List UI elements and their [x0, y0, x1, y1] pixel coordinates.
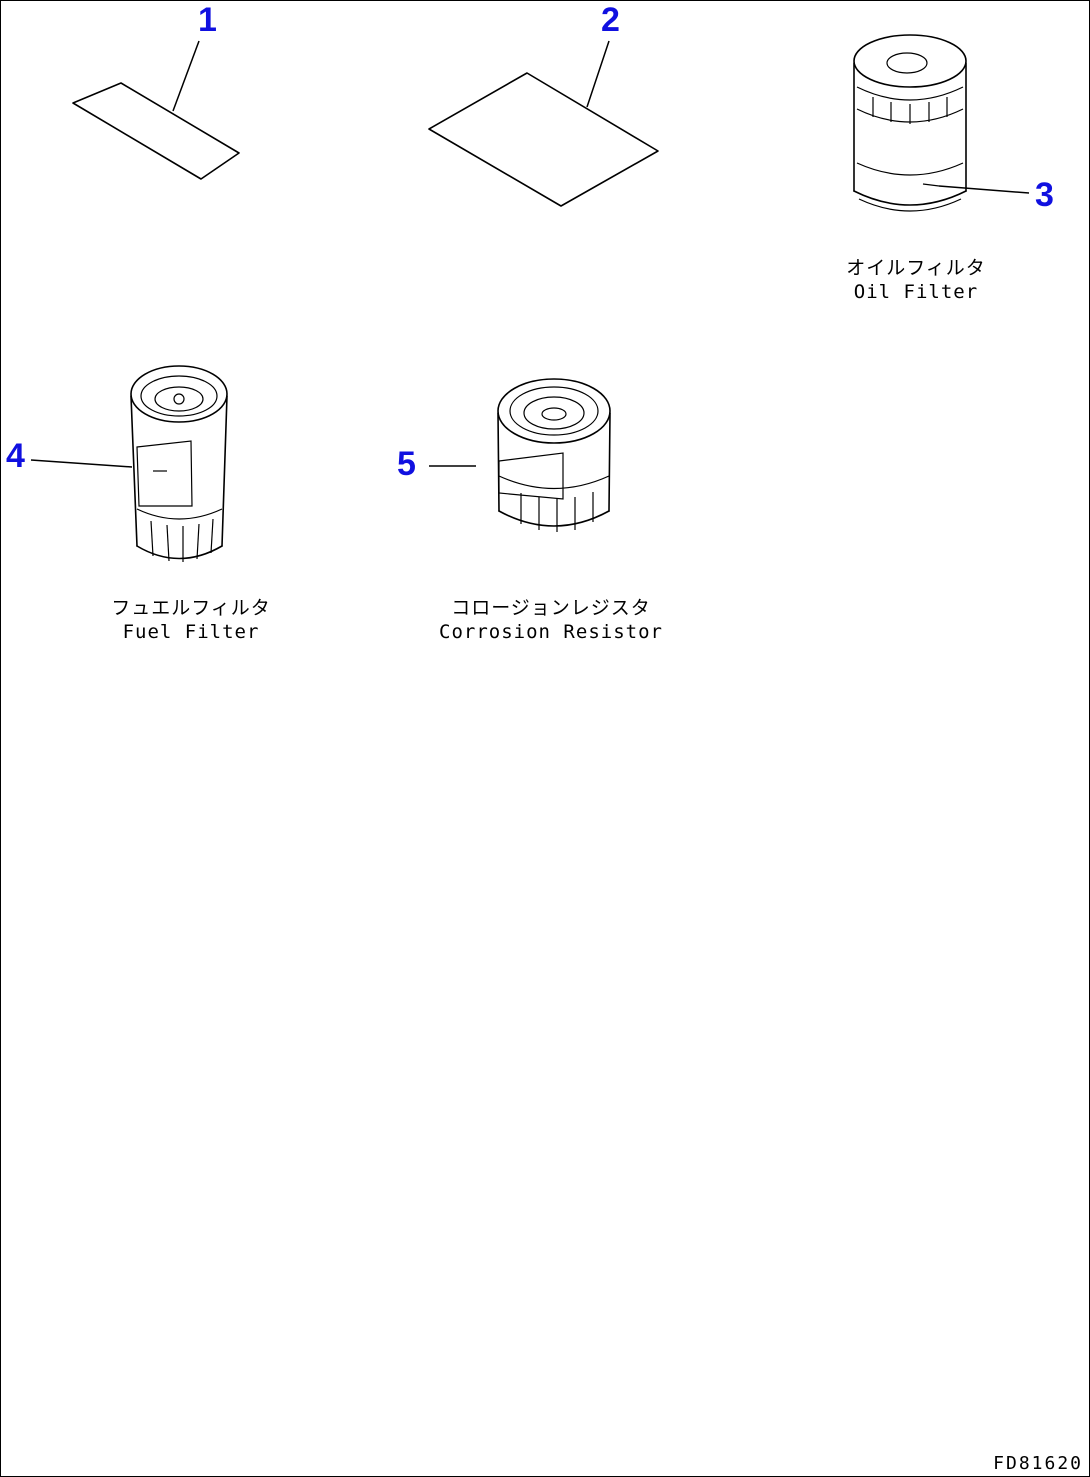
fuel-filter-caption: フュエルフィルタ Fuel Filter — [91, 596, 291, 644]
fuel-filter-illustration — [30, 365, 228, 562]
corrosion-resistor-name-en: Corrosion Resistor — [439, 621, 663, 643]
oil-filter-name-en: Oil Filter — [853, 281, 979, 303]
callout-number-1[interactable]: 1 — [198, 1, 217, 39]
corrosion-resistor-name-jp: コロージョンレジスタ — [451, 597, 651, 619]
label-strip-1-illustration — [72, 40, 240, 180]
callout-number-3[interactable]: 3 — [1035, 176, 1054, 214]
oil-filter-caption: オイルフィルタ Oil Filter — [831, 256, 1001, 304]
corrosion-resistor-illustration — [429, 378, 611, 532]
oil-filter-name-jp: オイルフィルタ — [846, 257, 986, 279]
corrosion-resistor-caption: コロージョンレジスタ Corrosion Resistor — [421, 596, 681, 644]
oil-filter-illustration — [853, 34, 1030, 212]
fuel-filter-name-en: Fuel Filter — [122, 621, 260, 643]
callout-number-4[interactable]: 4 — [6, 437, 25, 475]
fuel-filter-name-jp: フュエルフィルタ — [111, 597, 271, 619]
drawing-number: FD81620 — [993, 1453, 1083, 1474]
callout-number-2[interactable]: 2 — [601, 1, 620, 39]
callout-number-5[interactable]: 5 — [397, 445, 416, 483]
sheet-2-illustration — [428, 40, 659, 207]
